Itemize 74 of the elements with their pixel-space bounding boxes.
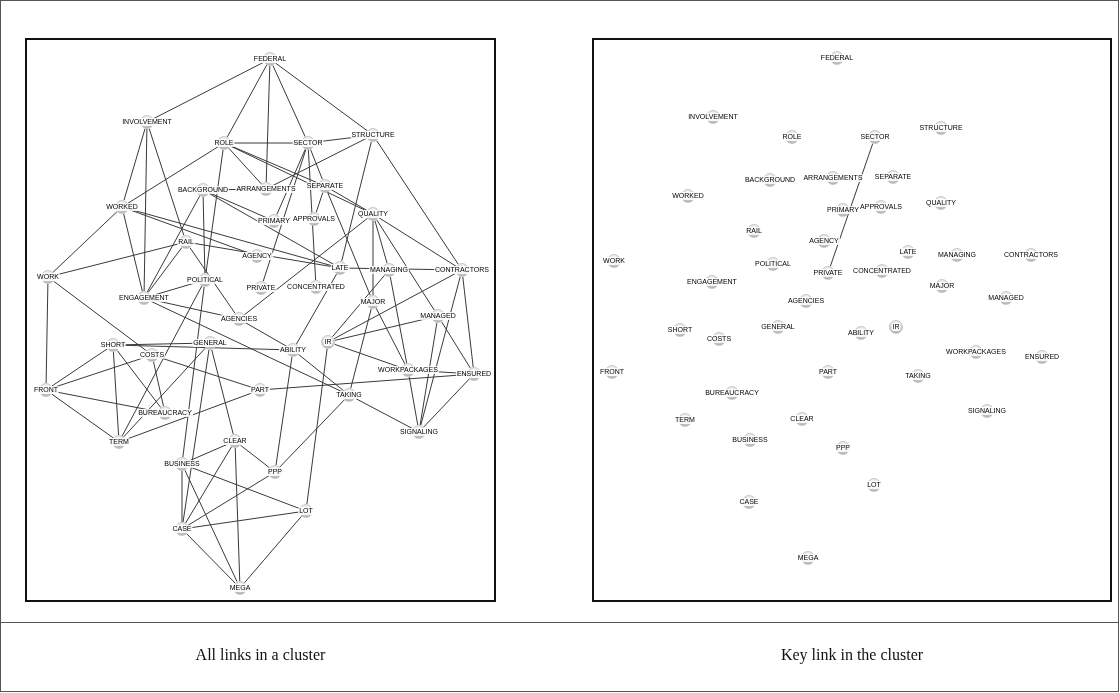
link-line [127,146,219,204]
link-line [462,276,474,368]
link-line [147,247,183,293]
link-line [315,192,324,213]
link-line [419,322,438,426]
link-line [306,348,328,505]
link-line [123,213,143,292]
link-line [184,469,238,583]
link-line [310,149,323,180]
link-line [327,191,371,297]
link-line [244,322,288,347]
link-line [121,285,203,437]
link-line [211,349,234,435]
link-line [374,220,388,264]
link-line [333,272,457,340]
link-line [51,348,108,387]
link-line [244,515,302,584]
link-line [228,147,262,185]
link-line [296,273,337,345]
link-line [123,128,146,201]
link-line [376,219,435,311]
link-line [262,149,307,282]
link-line [408,376,419,426]
link-line [148,128,185,236]
link-line [149,300,344,393]
link-line [389,276,408,364]
link-line [182,349,210,523]
link-line [153,361,164,407]
link-line [146,195,201,293]
link-line [143,128,148,292]
link-line [297,353,345,392]
link-line [376,140,459,265]
link-line [53,280,147,352]
link-line [275,356,293,466]
link-line [52,211,118,273]
link-line [185,446,232,524]
link-line [202,196,206,274]
link-line [332,274,385,338]
link-line [186,533,236,584]
panel-caption: All links in a cluster [194,646,327,664]
link-line [378,217,457,267]
link-line [279,399,345,468]
link-line [187,475,270,526]
link-line [234,447,241,582]
link-line [226,64,268,138]
link-line [829,143,874,267]
link-line [375,307,406,365]
link-line [341,141,372,262]
link-line [112,351,120,436]
link-line [205,149,224,274]
link-line [307,149,317,281]
link-line [372,220,374,296]
link-line [271,137,368,187]
link-line [45,283,49,384]
link-line [181,470,183,523]
link-line [152,61,265,120]
panel-caption: Key link in the cluster [779,646,925,664]
link-line [265,65,271,183]
link-line [272,64,306,138]
link-line [275,62,368,132]
link-line [123,347,206,438]
link-line [330,189,368,211]
link-line [420,276,461,426]
link-line [423,378,470,428]
link-line [182,286,205,458]
link-line [240,444,270,469]
link-line [116,350,162,408]
link-line [276,148,306,216]
link-line [441,321,471,369]
link-line [208,192,335,266]
link-line [244,217,368,316]
link-line [350,308,372,389]
link-line [51,393,114,439]
link-line [354,397,414,430]
